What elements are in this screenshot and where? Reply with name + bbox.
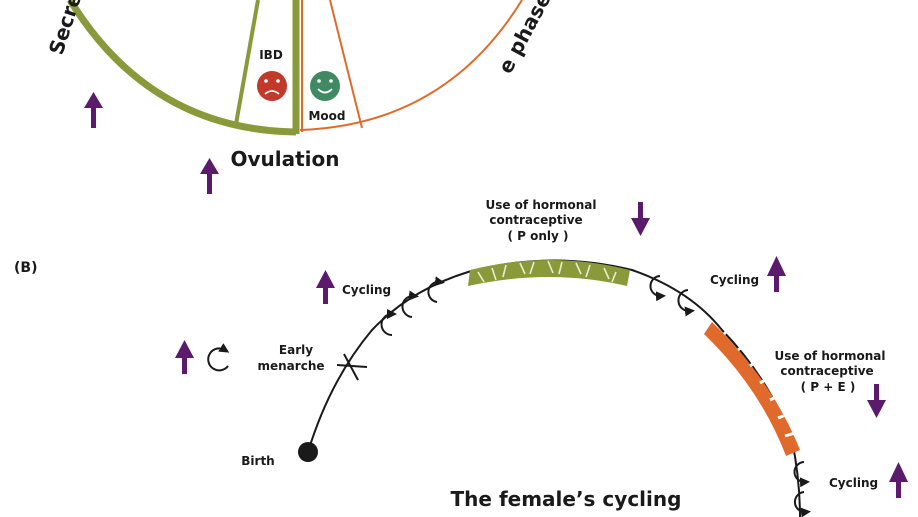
cycle-loop-icon: [207, 343, 230, 372]
life-course-curve: [307, 259, 801, 517]
cycle-loop-icon: [380, 309, 397, 336]
early-menarche-line2: menarche: [258, 359, 325, 373]
sad-face-icon: [257, 71, 287, 101]
cycle-loop-icon: [427, 276, 445, 303]
p-only-line1: Use of hormonal: [485, 198, 596, 212]
arrow-down-icon: [631, 202, 650, 236]
early-menarche-line1: Early: [279, 343, 313, 357]
panel-a: Secre e phase IBD Mood Ovulation: [44, 0, 556, 194]
panel-label-b: (B): [14, 260, 37, 276]
birth-marker: [298, 442, 318, 462]
cycle-loop-icon: [677, 289, 695, 317]
arrow-up-icon: [84, 92, 103, 128]
arrow-up-icon: [316, 270, 335, 304]
menarche-cross-icon: [336, 353, 368, 381]
progestin-estrogen-band: [704, 322, 800, 456]
cycling-label-2: Cycling: [710, 273, 759, 287]
ibd-wedge-line: [234, 0, 260, 125]
diagram-title: The female’s cycling: [451, 487, 682, 511]
secretory-phase-arc: [67, 0, 297, 136]
cycle-loop-icon: [401, 290, 419, 318]
arrow-up-icon: [200, 158, 219, 194]
arrow-down-icon: [867, 384, 886, 418]
panel-b: (B) Birth Early menarche Cycling: [14, 198, 908, 517]
happy-face-icon: [310, 71, 340, 101]
cycle-loop-icon: [794, 491, 811, 517]
p-plus-e-line3: ( P + E ): [801, 380, 856, 394]
arrow-up-icon: [889, 462, 908, 498]
p-only-line3: ( P only ): [507, 229, 568, 243]
phase-arc-right: [299, 0, 523, 131]
mood-label: Mood: [308, 109, 345, 123]
birth-label: Birth: [241, 454, 274, 468]
right-phase-label: e phase: [493, 0, 556, 77]
ibd-label: IBD: [259, 48, 283, 62]
arrow-up-icon: [767, 256, 786, 292]
progestin-only-band: [468, 260, 630, 286]
cycling-label-3: Cycling: [829, 476, 878, 490]
left-phase-label: Secre: [44, 0, 86, 58]
p-plus-e-line2: contraceptive: [780, 364, 873, 378]
p-only-line2: contraceptive: [489, 213, 582, 227]
ovulation-label: Ovulation: [230, 147, 339, 171]
cycle-loop-icon: [649, 275, 666, 302]
cycle-loop-icon: [793, 461, 810, 488]
cycling-label-1: Cycling: [342, 283, 391, 297]
mood-wedge-line: [329, 0, 363, 129]
p-plus-e-line1: Use of hormonal: [774, 349, 885, 363]
arrow-up-icon: [175, 340, 194, 374]
